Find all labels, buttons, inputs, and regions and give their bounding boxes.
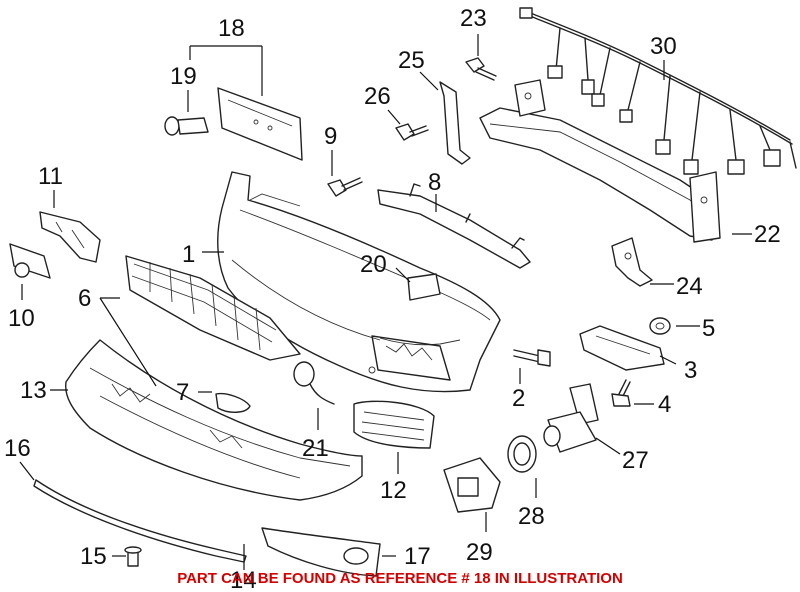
callout-25: 25 (398, 47, 425, 74)
callout-18: 18 (218, 15, 245, 42)
callout-labels: 1 2 3 4 5 6 7 8 9 10 11 12 13 14 15 16 1… (4, 5, 781, 592)
callout-2: 2 (512, 385, 525, 412)
bumper-cover-part (217, 171, 501, 393)
license-plate-bracket-part (217, 87, 303, 161)
callout-11: 11 (38, 163, 63, 190)
callout-7: 7 (176, 379, 189, 406)
bolt-part-9 (327, 177, 363, 197)
callout-17: 17 (404, 543, 431, 570)
bracket-part-25 (439, 81, 471, 165)
wiring-harness-part (519, 7, 797, 175)
callout-28: 28 (518, 503, 545, 530)
callout-8: 8 (428, 169, 441, 196)
emblem-part (215, 392, 251, 413)
callout-23: 23 (460, 5, 487, 32)
callout-16: 16 (4, 435, 31, 462)
reference-note: PART CAN BE FOUND AS REFERENCE # 18 IN I… (177, 570, 623, 587)
bolt-part-23 (465, 57, 497, 81)
bolt-part-4 (611, 379, 631, 407)
callout-14: 14 (230, 567, 257, 592)
callout-22: 22 (754, 221, 781, 248)
callout-4: 4 (658, 391, 671, 418)
callout-1: 1 (182, 241, 195, 268)
lower-grille-part (125, 255, 301, 361)
upper-support-part (377, 183, 531, 269)
callout-29: 29 (466, 539, 493, 566)
park-sensor-part (543, 383, 599, 453)
callout-6: 6 (78, 285, 91, 312)
sensor-bracket-part-10 (9, 243, 51, 279)
impact-bar-part (479, 79, 721, 243)
callout-5: 5 (702, 315, 715, 342)
lower-side-trim-part (261, 527, 381, 577)
callout-12: 12 (380, 477, 407, 504)
clip-part-5 (649, 317, 671, 335)
lower-valance-part (65, 339, 363, 501)
callout-30: 30 (650, 33, 677, 60)
bolt-part-26 (395, 123, 429, 141)
fog-light-grille-part (353, 400, 435, 449)
sensor-ring-part (507, 435, 537, 473)
callout-13: 13 (20, 377, 47, 404)
callout-10: 10 (8, 305, 35, 332)
callout-9: 9 (324, 123, 337, 150)
bracket-part-24 (611, 237, 653, 287)
callout-21: 21 (302, 435, 329, 462)
wiring-pigtail-part (293, 361, 335, 405)
callout-19: 19 (170, 63, 197, 90)
bolt-part-2 (513, 349, 551, 367)
bracket-part-11 (39, 211, 101, 263)
leader-lines (19, 34, 752, 570)
rivet-part-15 (124, 546, 142, 567)
sensor-holder-part (443, 457, 501, 513)
push-clip-part-19 (164, 116, 209, 136)
callout-26: 26 (364, 83, 391, 110)
callout-15: 15 (80, 543, 107, 570)
side-guide-part-3 (579, 325, 665, 371)
callout-24: 24 (676, 273, 703, 300)
callout-20: 20 (360, 251, 387, 278)
callout-27: 27 (622, 447, 649, 474)
callout-3: 3 (684, 357, 697, 384)
tow-hook-cover-part (407, 273, 441, 301)
